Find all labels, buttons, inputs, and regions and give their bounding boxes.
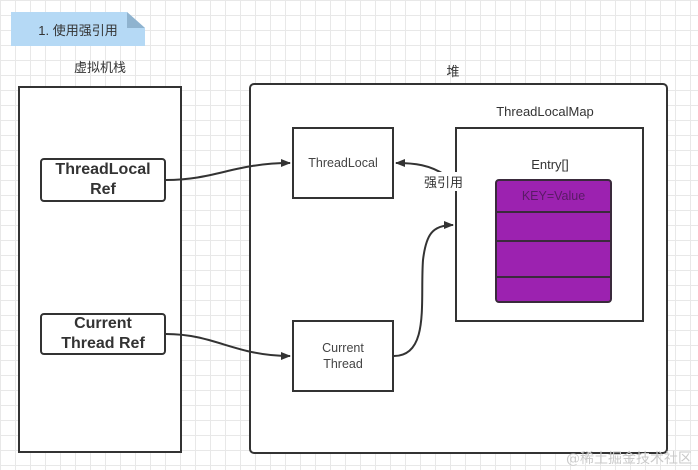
entry-row [495,240,612,278]
entry-row [495,211,612,242]
current-thread-ref-line2: Thread Ref [61,335,145,352]
title-note: 1. 使用强引用 [11,12,145,46]
current-thread-ref-line1: Current [74,315,132,332]
edge-current-thread-to-map [393,221,454,357]
entry-row: KEY=Value [495,179,612,213]
edge-current-thread-ref-to-current-thread [165,333,291,360]
threadlocal-ref-node: ThreadLocal Ref [40,158,166,202]
entry-key-value: KEY=Value [521,189,586,203]
edge-threadlocal-ref-to-threadlocal [165,159,291,181]
watermark: @稀土掘金技术社区 [566,451,692,467]
current-thread-node: Current Thread [292,320,394,392]
threadlocal-ref-line1: ThreadLocal [55,161,151,178]
strong-reference-label: 强引用 [422,172,466,191]
heap-label: 堆 [446,64,460,79]
current-thread-ref-node: Current Thread Ref [40,313,166,355]
stack-label: 虚拟机栈 [73,60,126,75]
title-note-text: 1. 使用强引用 [38,22,118,38]
threadlocalmap-label: ThreadLocalMap [496,104,594,119]
vm-stack-container [18,86,182,453]
threadlocal-node-label: ThreadLocal [308,156,378,170]
threadlocal-node: ThreadLocal [292,127,394,199]
current-thread-line2: Thread [323,357,363,371]
threadlocal-ref-line2: Ref [90,181,116,198]
entry-row [495,276,612,303]
entry-array-label: Entry[] [531,157,569,172]
current-thread-line1: Current [322,341,364,355]
